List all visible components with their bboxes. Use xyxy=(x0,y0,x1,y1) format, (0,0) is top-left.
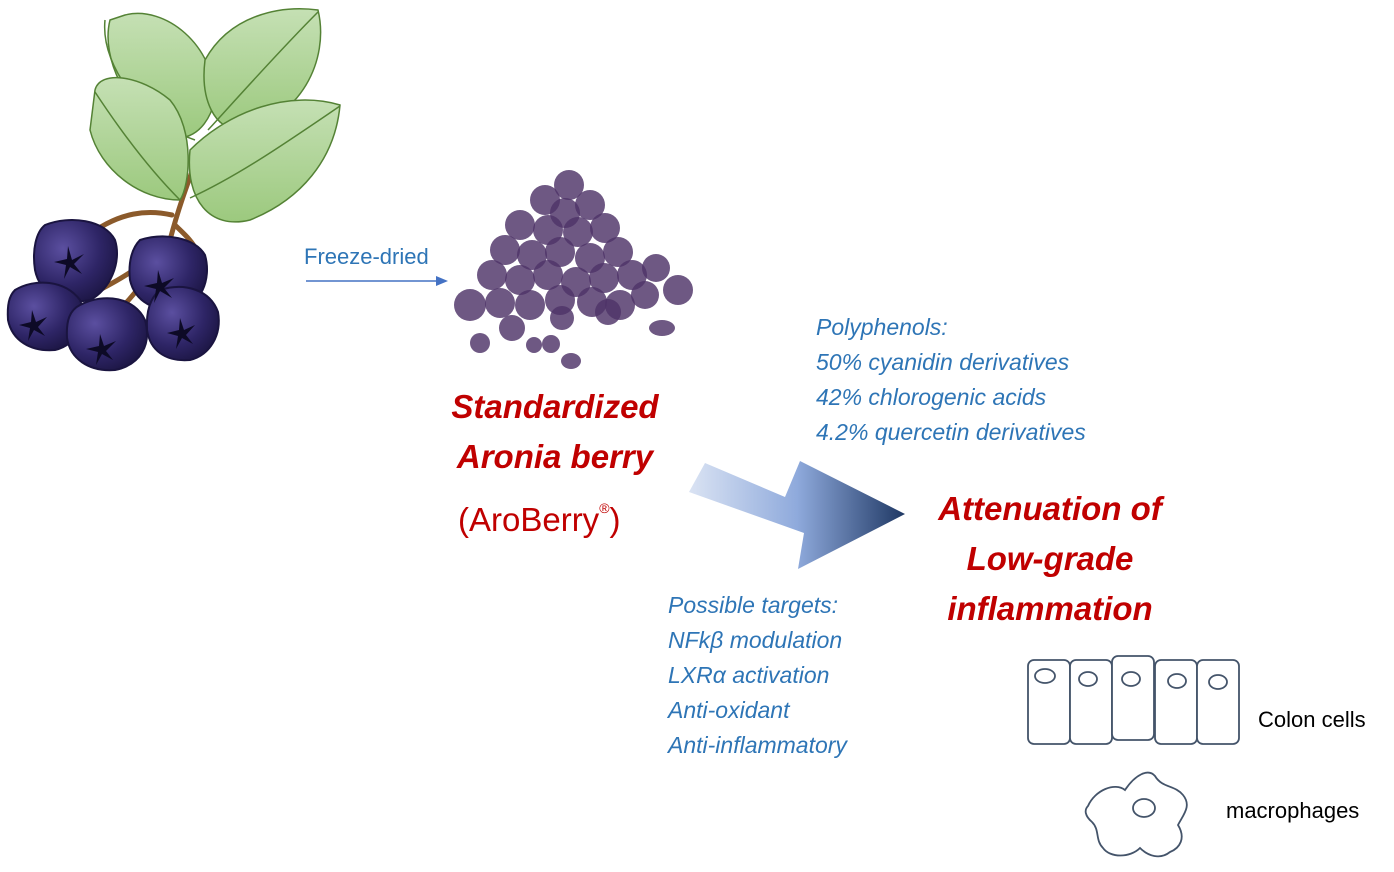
macrophage-icon xyxy=(1084,771,1188,858)
target-item: Anti-inflammatory xyxy=(668,732,847,758)
aronia-plant-icon xyxy=(6,8,341,372)
berry-powder-icon xyxy=(454,170,693,369)
outcome-title: Attenuation of Low-grade inflammation xyxy=(910,484,1190,634)
registered-mark: ® xyxy=(599,500,610,516)
targets-heading: Possible targets: xyxy=(668,592,839,618)
colon-cells-label: Colon cells xyxy=(1258,707,1366,732)
target-item: NFkβ modulation xyxy=(668,627,843,653)
outcome-line: inflammation xyxy=(947,590,1153,627)
macrophages-label: macrophages xyxy=(1226,798,1360,823)
polyphenol-item: 50% cyanidin derivatives xyxy=(816,349,1070,375)
brand-open: (AroBerry xyxy=(458,501,600,538)
polyphenols-list: Polyphenols: 50% cyanidin derivatives 42… xyxy=(816,310,1086,450)
outcome-line: Low-grade xyxy=(966,540,1134,577)
product-line-1: Standardized xyxy=(451,388,659,425)
gradient-arrow-icon xyxy=(689,461,905,569)
outcome-line: Attenuation of xyxy=(938,490,1162,527)
target-item: LXRα activation xyxy=(668,662,830,688)
targets-list: Possible targets: NFkβ modulation LXRα a… xyxy=(668,588,847,763)
freeze-dried-label: Freeze-dried xyxy=(304,244,429,269)
brand-close: ) xyxy=(609,501,621,538)
target-item: Anti-oxidant xyxy=(668,697,790,723)
polyphenol-item: 4.2% quercetin derivatives xyxy=(816,419,1086,445)
colon-cells-icon xyxy=(1027,655,1240,745)
polyphenols-heading: Polyphenols: xyxy=(816,314,948,340)
freeze-dried-arrow-icon xyxy=(306,276,448,286)
product-name: Standardized Aronia berry xyxy=(430,382,680,482)
polyphenol-item: 42% chlorogenic acids xyxy=(816,384,1047,410)
brand-label: (AroBerry®) xyxy=(458,486,621,542)
product-line-2: Aronia berry xyxy=(456,438,654,475)
